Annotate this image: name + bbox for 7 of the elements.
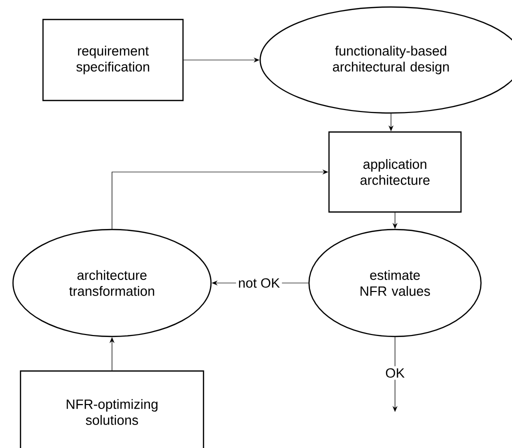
edge-label: not OK bbox=[236, 276, 282, 290]
process-box: application architecture bbox=[328, 131, 462, 213]
ellipse-node: estimate NFR values bbox=[308, 228, 482, 338]
process-box: requirement specification bbox=[42, 18, 184, 102]
edge-label: OK bbox=[383, 366, 407, 380]
process-box: NFR-optimizing solutions bbox=[20, 370, 204, 448]
ellipse-node: architecture transformation bbox=[12, 228, 212, 338]
